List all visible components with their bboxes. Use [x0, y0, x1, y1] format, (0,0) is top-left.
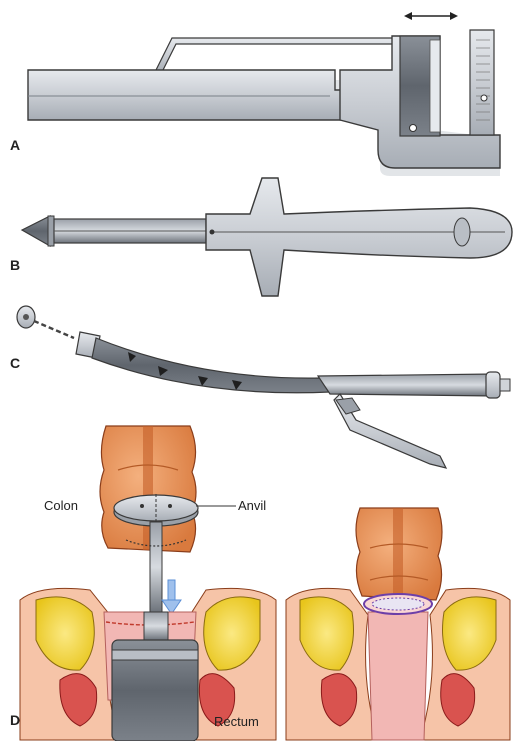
- panel-d-anastomosis: [20, 426, 510, 741]
- stapler-a-rod: [155, 38, 400, 72]
- left-colon: [100, 426, 196, 552]
- stapler-b-tip: [22, 216, 50, 246]
- rectum-label: Rectum: [214, 714, 259, 729]
- double-headed-arrow-icon: [404, 12, 458, 20]
- right-pelvic-wall-a: [286, 588, 378, 740]
- panel-c-circular-stapler: [17, 306, 510, 468]
- right-pelvic-wall-b: [420, 588, 510, 740]
- anvil-disc: [114, 494, 198, 526]
- panel-b-label: B: [10, 257, 20, 273]
- panel-a-label: A: [10, 137, 20, 153]
- stapler-c-shaft: [92, 338, 330, 393]
- stapler-c-anvil-rod: [34, 321, 74, 338]
- stapler-b-knob: [454, 218, 470, 246]
- anvil-rod: [150, 522, 162, 612]
- panel-d-label: D: [10, 712, 20, 728]
- right-colon: [356, 508, 442, 600]
- panel-b-linear-stapler: [22, 178, 512, 296]
- stapler-a-handle: [28, 70, 360, 120]
- stapler-a-anvil-plate: [470, 30, 494, 135]
- stapler-c-barrel: [318, 374, 495, 396]
- anastomosis: [364, 594, 432, 740]
- anvil-label: Anvil: [238, 498, 266, 513]
- panel-a-linear-stapler: [28, 12, 500, 176]
- down-arrow-icon: [162, 580, 181, 614]
- panel-c-label: C: [10, 355, 20, 371]
- colon-label: Colon: [44, 498, 78, 513]
- left-pelvic-wall: [20, 588, 120, 740]
